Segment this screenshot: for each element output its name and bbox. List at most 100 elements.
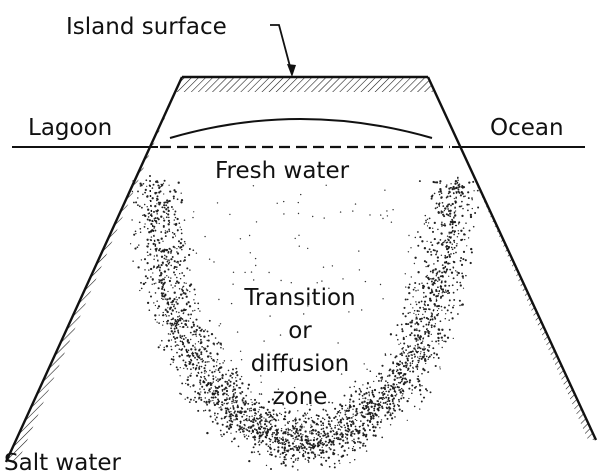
- stipple-dot: [218, 342, 220, 344]
- stipple-dot: [331, 427, 333, 429]
- stipple-dot: [389, 369, 391, 371]
- stipple-dot: [363, 416, 365, 418]
- stipple-dot: [247, 408, 249, 410]
- stipple-dot: [372, 390, 374, 392]
- stipple-dot: [431, 289, 432, 290]
- stipple-dot: [450, 183, 451, 184]
- stipple-dot: [314, 429, 316, 431]
- stipple-dot: [182, 287, 183, 288]
- stipple-dot: [160, 344, 161, 345]
- stipple-dot: [334, 425, 335, 426]
- stipple-dot: [441, 210, 443, 212]
- stipple-dot: [329, 466, 331, 468]
- stipple-dot: [176, 248, 177, 249]
- stipple-dot: [174, 285, 176, 287]
- stipple-dot: [457, 289, 459, 291]
- stipple-dot: [277, 437, 278, 438]
- stipple-dot: [293, 461, 295, 463]
- stipple-dot: [428, 357, 429, 358]
- stipple-dot: [204, 372, 205, 373]
- stipple-dot: [445, 291, 447, 293]
- stipple-dot: [433, 352, 435, 354]
- stipple-dot: [352, 210, 353, 211]
- stipple-dot: [202, 361, 204, 363]
- stipple-dot: [431, 290, 433, 292]
- stipple-dot: [438, 329, 440, 331]
- stipple-dot: [144, 226, 146, 228]
- stipple-dot: [445, 186, 447, 188]
- stipple-dot: [270, 468, 272, 470]
- stipple-dot: [319, 436, 321, 438]
- stipple-dot: [166, 275, 167, 276]
- stipple-dot: [468, 237, 469, 238]
- stipple-dot: [344, 395, 346, 397]
- stipple-dot: [462, 258, 464, 260]
- stipple-dot: [372, 414, 374, 416]
- stipple-dot: [155, 181, 157, 183]
- stipple-dot: [268, 272, 269, 273]
- stipple-dot: [299, 246, 300, 247]
- stipple-dot: [419, 337, 421, 339]
- stipple-dot: [244, 272, 245, 273]
- stipple-dot: [273, 418, 275, 420]
- stipple-dot: [270, 427, 272, 429]
- stipple-dot: [237, 406, 239, 408]
- stipple-dot: [436, 250, 438, 252]
- stipple-dot: [179, 318, 181, 320]
- stipple-dot: [233, 272, 234, 273]
- stipple-dot: [187, 326, 189, 328]
- stipple-dot: [261, 382, 262, 383]
- stipple-dot: [176, 269, 177, 270]
- stipple-dot: [456, 245, 458, 247]
- stipple-dot: [283, 441, 285, 443]
- stipple-dot: [344, 424, 346, 426]
- stipple-dot: [166, 216, 168, 218]
- stipple-dot: [179, 335, 180, 336]
- stipple-dot: [327, 435, 329, 437]
- stipple-dot: [163, 193, 164, 194]
- stipple-dot: [420, 394, 422, 396]
- stipple-dot: [328, 416, 330, 418]
- stipple-dot: [446, 184, 447, 185]
- stipple-dot: [394, 386, 396, 388]
- stipple-dot: [388, 406, 390, 408]
- stipple-dot: [176, 218, 178, 220]
- stipple-dot: [396, 377, 398, 379]
- stipple-dot: [187, 301, 189, 303]
- stipple-dot: [215, 369, 216, 370]
- stipple-dot: [434, 181, 436, 183]
- stipple-dot: [253, 446, 255, 448]
- stipple-dot: [154, 220, 156, 222]
- stipple-dot: [453, 305, 454, 306]
- stipple-dot: [435, 268, 437, 270]
- stipple-dot: [447, 214, 449, 216]
- stipple-dot: [229, 414, 231, 416]
- stipple-dot: [209, 320, 211, 322]
- stipple-dot: [270, 423, 272, 425]
- stipple-dot: [435, 365, 437, 367]
- stipple-dot: [347, 431, 349, 433]
- stipple-dot: [158, 191, 160, 193]
- stipple-dot: [172, 359, 174, 361]
- stipple-dot: [325, 445, 327, 447]
- stipple-dot: [248, 460, 250, 462]
- stipple-dot: [442, 295, 444, 297]
- stipple-dot: [212, 421, 214, 423]
- stipple-dot: [167, 307, 168, 308]
- stipple-dot: [220, 430, 222, 432]
- stipple-dot: [166, 249, 168, 251]
- stipple-dot: [394, 404, 395, 405]
- stipple-dot: [434, 193, 436, 195]
- stipple-dot: [359, 269, 360, 270]
- stipple-dot: [280, 438, 282, 440]
- stipple-dot: [234, 388, 236, 390]
- stipple-dot: [372, 434, 374, 436]
- stipple-dot: [194, 348, 196, 350]
- stipple-dot: [243, 402, 245, 404]
- stipple-dot: [459, 300, 461, 302]
- stipple-dot: [162, 263, 163, 264]
- stipple-dot: [394, 379, 396, 381]
- stipple-dot: [183, 312, 184, 313]
- stipple-dot: [147, 262, 149, 264]
- stipple-dot: [247, 403, 249, 405]
